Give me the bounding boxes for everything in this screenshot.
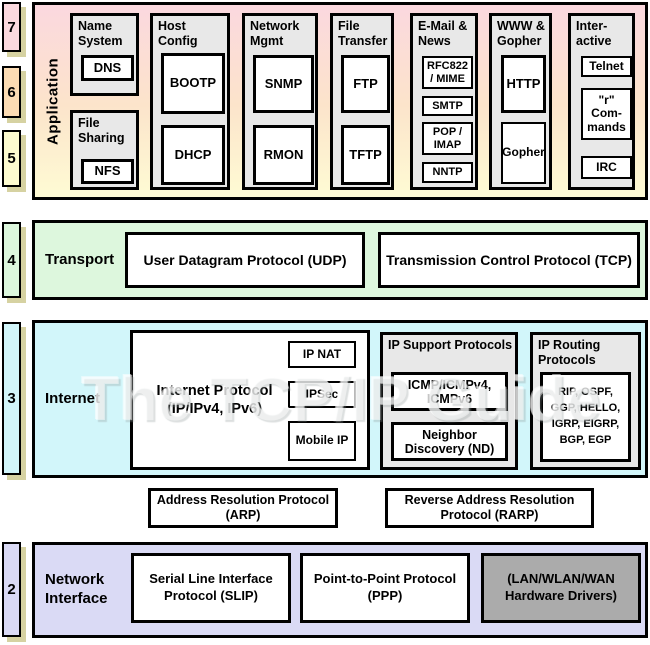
internet-layer-label: Internet: [45, 389, 101, 407]
protocol-dhcp: DHCP: [161, 125, 225, 185]
layer-7-badge: 7: [2, 2, 21, 52]
protocol-smtp: SMTP: [422, 96, 473, 116]
network-interface-layer-box: Network Interface Serial Line Interface …: [32, 542, 648, 638]
protocol-http: HTTP: [501, 55, 546, 113]
group-www-gopher: WWW & Gopher HTTP Gopher: [489, 13, 552, 190]
protocol-mobile-ip: Mobile IP: [288, 421, 356, 461]
group-title-ip-routing: IP Routing Protocols: [538, 338, 601, 367]
application-layer-label: Application: [44, 57, 62, 145]
group-name-system: Name System DNS: [70, 13, 139, 96]
group-file-sharing: File Sharing NFS: [70, 110, 139, 190]
protocol-routing-list: RIP, OSPF, GGP, HELLO, IGRP, EIGRP, BGP,…: [540, 372, 631, 462]
group-title-file-transfer: File Transfer: [338, 19, 388, 48]
layer-3-badge: 3: [2, 322, 21, 475]
protocol-nntp: NNTP: [422, 162, 473, 183]
protocol-pop-imap: POP / IMAP: [422, 122, 473, 155]
protocol-ipsec: IPSec: [288, 381, 356, 408]
layer-6-badge: 6: [2, 66, 21, 118]
transport-layer-label: Transport: [45, 250, 115, 268]
protocol-slip: Serial Line Interface Protocol (SLIP): [131, 553, 291, 623]
group-title-file-sharing: File Sharing: [78, 116, 125, 145]
protocol-rarp: Reverse Address Resolution Protocol (RAR…: [385, 488, 594, 528]
protocol-rmon: RMON: [253, 125, 314, 185]
group-title-www-gopher: WWW & Gopher: [497, 19, 545, 48]
group-title-email-news: E-Mail & News: [418, 19, 468, 48]
layer-4-badge: 4: [2, 222, 21, 298]
group-host-config: Host Config BOOTP DHCP: [150, 13, 230, 190]
network-interface-layer-label: Network Interface: [45, 571, 108, 607]
group-title-ip-support: IP Support Protocols: [388, 338, 513, 352]
group-ip-support: IP Support Protocols ICMP/ICMPv4, ICMPv6…: [380, 332, 518, 470]
group-title-interactive: Inter-active: [576, 19, 612, 48]
internet-protocol-label: Internet Protocol (IP/IPv4, IPv6): [156, 382, 273, 417]
protocol-tftp: TFTP: [341, 125, 390, 185]
group-title-host-config: Host Config: [158, 19, 198, 48]
protocol-ppp: Point-to-Point Protocol (PPP): [300, 553, 470, 623]
protocol-tcp: Transmission Control Protocol (TCP): [378, 232, 640, 288]
protocol-r-commands: "r" Com-mands: [581, 88, 632, 140]
protocol-ftp: FTP: [341, 55, 390, 113]
group-title-network-mgmt: Network Mgmt: [250, 19, 300, 48]
group-interactive: Inter-active Telnet "r" Com-mands IRC: [568, 13, 635, 190]
group-ip-routing: IP Routing Protocols RIP, OSPF, GGP, HEL…: [530, 332, 641, 470]
protocol-irc: IRC: [581, 156, 632, 179]
group-network-mgmt: Network Mgmt SNMP RMON: [242, 13, 318, 190]
protocol-bootp: BOOTP: [161, 53, 225, 114]
protocol-nfs: NFS: [81, 159, 134, 184]
hardware-drivers-box: (LAN/WLAN/WAN Hardware Drivers): [481, 553, 641, 623]
transport-layer-box: Transport User Datagram Protocol (UDP) T…: [32, 220, 648, 300]
internet-protocol-box: Internet Protocol (IP/IPv4, IPv6) IP NAT…: [130, 330, 370, 470]
protocol-snmp: SNMP: [253, 55, 314, 113]
internet-layer-box: Internet Internet Protocol (IP/IPv4, IPv…: [32, 320, 648, 478]
protocol-neighbor-discovery: Neighbor Discovery (ND): [391, 422, 508, 461]
layer-2-badge: 2: [2, 542, 21, 637]
layer-5-badge: 5: [2, 130, 21, 187]
protocol-udp: User Datagram Protocol (UDP): [125, 232, 365, 288]
protocol-icmp: ICMP/ICMPv4, ICMPv6: [391, 372, 508, 411]
protocol-gopher: Gopher: [501, 122, 546, 184]
group-file-transfer: File Transfer FTP TFTP: [330, 13, 394, 190]
protocol-ip-nat: IP NAT: [288, 341, 356, 368]
protocol-rfc822-mime: RFC822 / MIME: [422, 56, 473, 89]
group-email-news: E-Mail & News RFC822 / MIME SMTP POP / I…: [410, 13, 478, 190]
protocol-telnet: Telnet: [581, 56, 632, 77]
group-title-name-system: Name System: [78, 19, 123, 48]
protocol-arp: Address Resolution Protocol (ARP): [148, 488, 338, 528]
application-layer-box: Application Name System DNS File Sharing…: [32, 2, 648, 200]
protocol-dns: DNS: [81, 55, 134, 81]
